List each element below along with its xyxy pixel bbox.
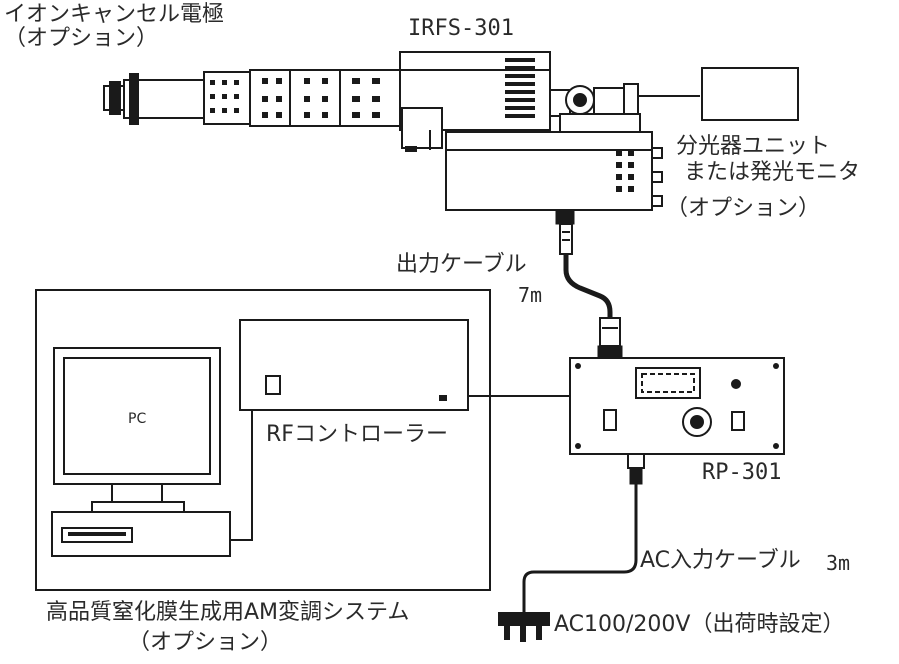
rp-301-label: RP-301 xyxy=(702,460,782,485)
rp-301-corner-screws xyxy=(575,363,779,449)
ac-input-length: 3m xyxy=(826,551,851,575)
rf-head-box xyxy=(445,131,663,211)
ac-voltage-label: AC100/200V（出荷時設定） xyxy=(554,612,845,637)
am-system-boundary xyxy=(35,289,491,591)
ion-cancel-electrode-label: イオンキャンセル電極 xyxy=(4,2,225,27)
output-cable-label: 出力ケーブル xyxy=(396,252,527,277)
spectrometer-label-line1: 分光器ユニット xyxy=(676,134,831,159)
ac-input-cable xyxy=(522,453,645,612)
am-system-option-label: （オプション） xyxy=(128,630,283,655)
spectrometer-unit xyxy=(701,67,799,121)
spectrometer-option-label: （オプション） xyxy=(666,196,821,221)
output-cable-length: 7m xyxy=(518,283,543,307)
irfs-vents xyxy=(405,58,535,152)
am-system-label: 高品質窒化膜生成用AM変調システム xyxy=(46,600,410,625)
pc-label: PC xyxy=(128,411,147,427)
spectrometer-label-line2: または発光モニタ xyxy=(684,160,861,185)
rf-controller-label: RFコントローラー xyxy=(266,422,448,447)
rp-301-unit xyxy=(569,357,785,455)
electrode-holes xyxy=(210,78,380,118)
rf-head-controls xyxy=(616,150,634,192)
pc-computer xyxy=(51,347,231,557)
pc-cable xyxy=(230,410,253,541)
irfs-label: IRFS-301 xyxy=(408,16,514,41)
ac-input-cable-label: AC入力ケーブル xyxy=(640,548,801,573)
output-cable xyxy=(555,209,623,359)
power-plug-icon xyxy=(498,612,550,642)
flange-assembly xyxy=(549,83,700,137)
ion-cancel-option-label: （オプション） xyxy=(4,26,159,51)
rf-controller-unit xyxy=(239,319,469,411)
